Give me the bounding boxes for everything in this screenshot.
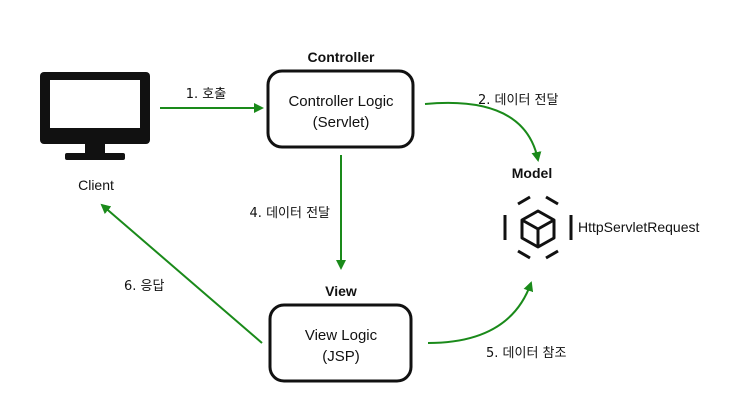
cube-icon <box>503 195 573 260</box>
view-logic-label: View Logic <box>305 327 378 344</box>
monitor-icon <box>40 72 150 160</box>
jsp-label: (JSP) <box>322 348 360 365</box>
arrow-response <box>100 203 263 344</box>
arrow-data-reference-label: 5. 데이터 참조 <box>486 346 567 361</box>
arrow-data-transfer-view-label: 4. 데이터 전달 <box>250 206 331 221</box>
arrow-response-label: 6. 응답 <box>124 279 164 294</box>
arrow-data-transfer-model <box>424 101 542 162</box>
client-label: Client <box>78 177 114 193</box>
http-servlet-request-label: HttpServletRequest <box>578 219 700 235</box>
controller-box <box>266 69 415 149</box>
model-header: Model <box>512 165 552 181</box>
servlet-label: (Servlet) <box>313 114 370 131</box>
arrow-data-reference <box>427 281 534 344</box>
arrow-data-transfer-model-label: 2. 데이터 전달 <box>478 93 559 108</box>
controller-logic-label: Controller Logic <box>288 93 394 110</box>
view-box <box>268 303 413 383</box>
controller-header: Controller <box>308 49 375 65</box>
view-header: View <box>325 283 357 299</box>
arrow-call-label: 1. 호출 <box>186 87 226 102</box>
